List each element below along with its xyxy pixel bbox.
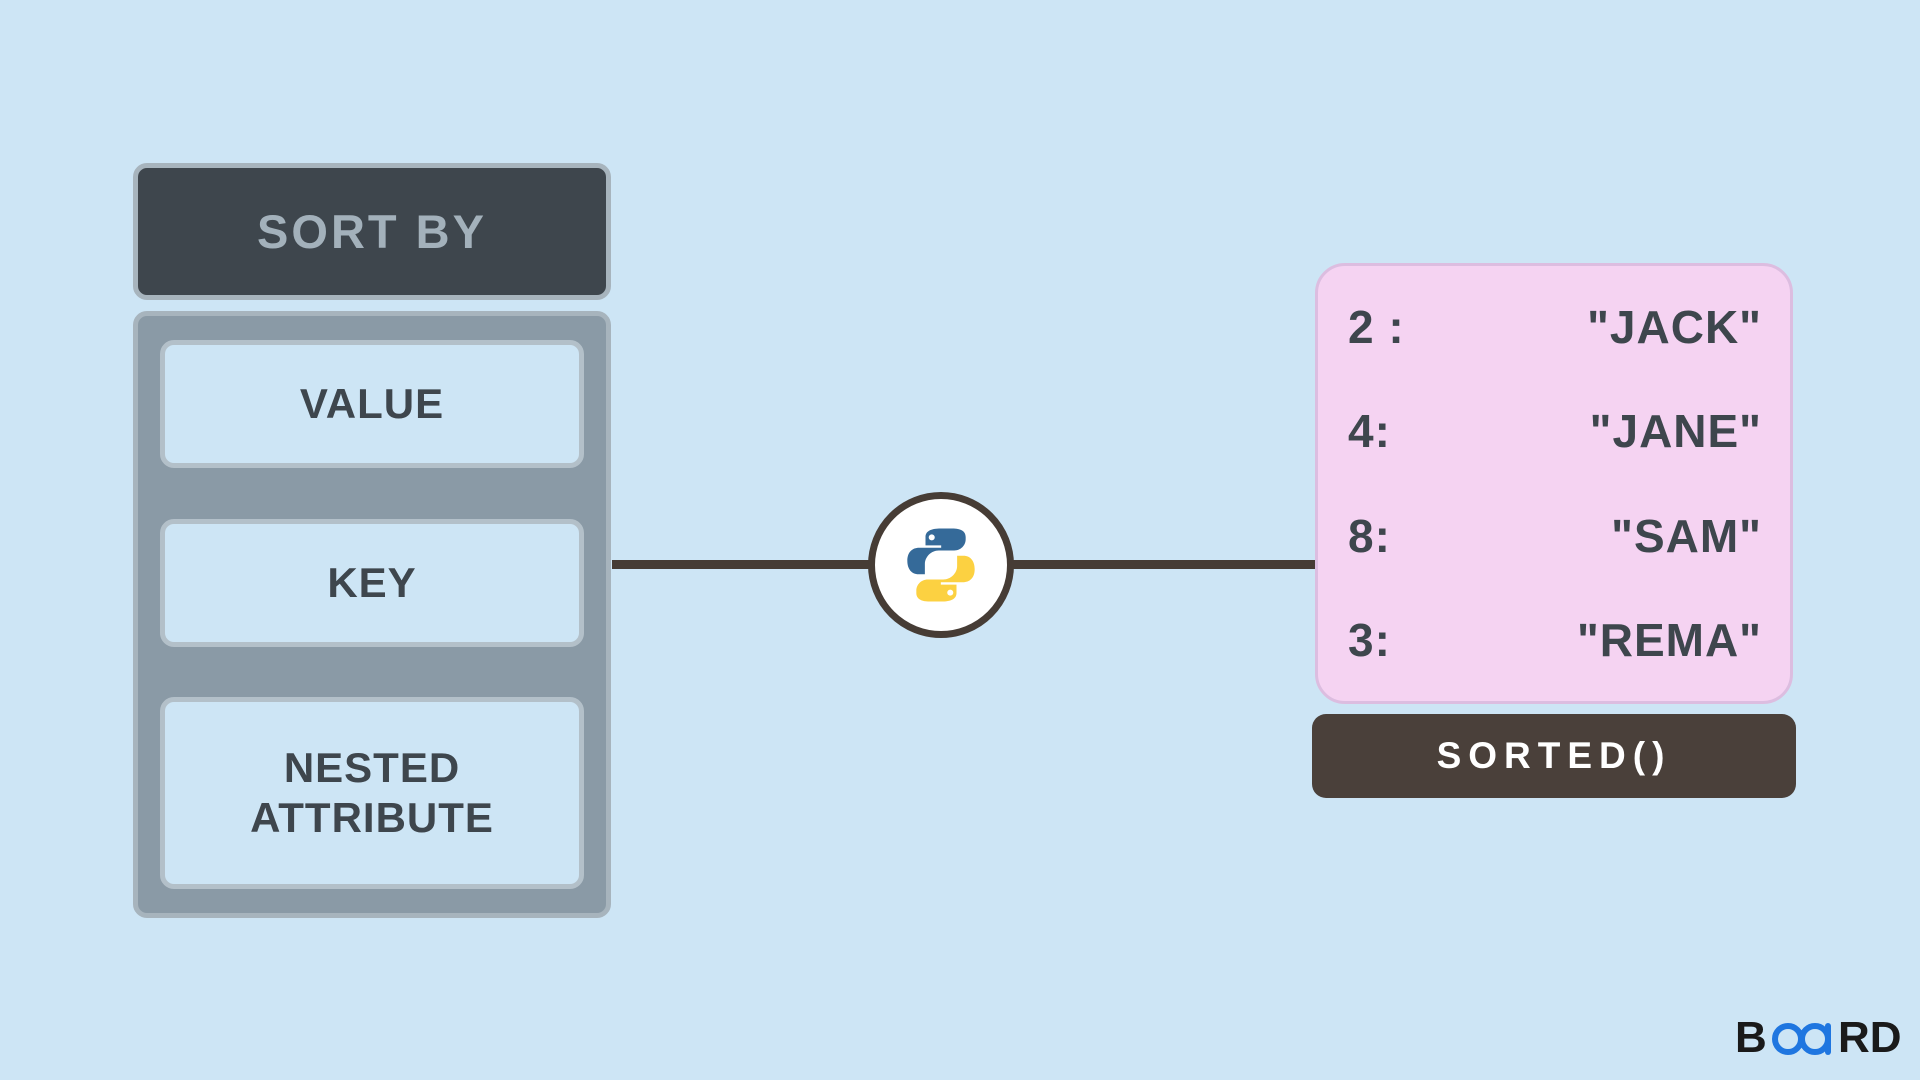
dict-key: 4:: [1348, 405, 1391, 458]
dict-row: 4: "JANE": [1348, 404, 1762, 458]
python-logo-icon: [868, 492, 1014, 638]
sort-by-options-container: VALUE KEY NESTED ATTRIBUTE: [133, 311, 611, 918]
sort-option-value-label: VALUE: [299, 380, 445, 428]
dict-key: 3:: [1348, 613, 1391, 666]
board-logo: B RD: [1735, 1014, 1910, 1062]
sort-by-panel: SORT BY VALUE KEY NESTED ATTRIBUTE: [133, 163, 611, 918]
nested-attribute-line-1: NESTED: [283, 744, 461, 792]
nested-attribute-line-2: ATTRIBUTE: [250, 794, 494, 841]
dict-value: "JACK": [1587, 301, 1762, 353]
sort-option-nested-attribute[interactable]: NESTED ATTRIBUTE: [160, 697, 584, 889]
sort-by-title: SORT BY: [257, 205, 487, 258]
dict-value: "SAM": [1611, 509, 1762, 562]
dict-row: 2 : "JACK": [1348, 300, 1762, 354]
dict-value: "REMA": [1576, 613, 1762, 666]
dict-row: 3: "REMA": [1348, 613, 1762, 667]
sort-option-key-label: KEY: [327, 558, 417, 606]
dict-key: 2 :: [1348, 301, 1405, 353]
sorted-function-label: SORTED(): [1436, 735, 1672, 776]
svg-text:RD: RD: [1838, 1014, 1902, 1062]
sort-option-value[interactable]: VALUE: [160, 340, 584, 468]
dict-value: "JANE": [1589, 405, 1762, 458]
sort-option-nested-attribute-label: NESTED ATTRIBUTE: [250, 743, 494, 842]
sorted-function-button[interactable]: SORTED(): [1312, 714, 1796, 798]
sort-by-header: SORT BY: [133, 163, 611, 300]
svg-text:B: B: [1735, 1014, 1767, 1062]
sorted-result-card: 2 : "JACK" 4: "JANE" 8: "SAM" 3: "REMA": [1315, 263, 1793, 704]
sort-option-key[interactable]: KEY: [160, 518, 584, 647]
connector-line-right: [1013, 560, 1318, 569]
connector-line-left: [612, 560, 912, 569]
dict-key: 8:: [1348, 509, 1391, 562]
dict-row: 8: "SAM": [1348, 509, 1762, 563]
